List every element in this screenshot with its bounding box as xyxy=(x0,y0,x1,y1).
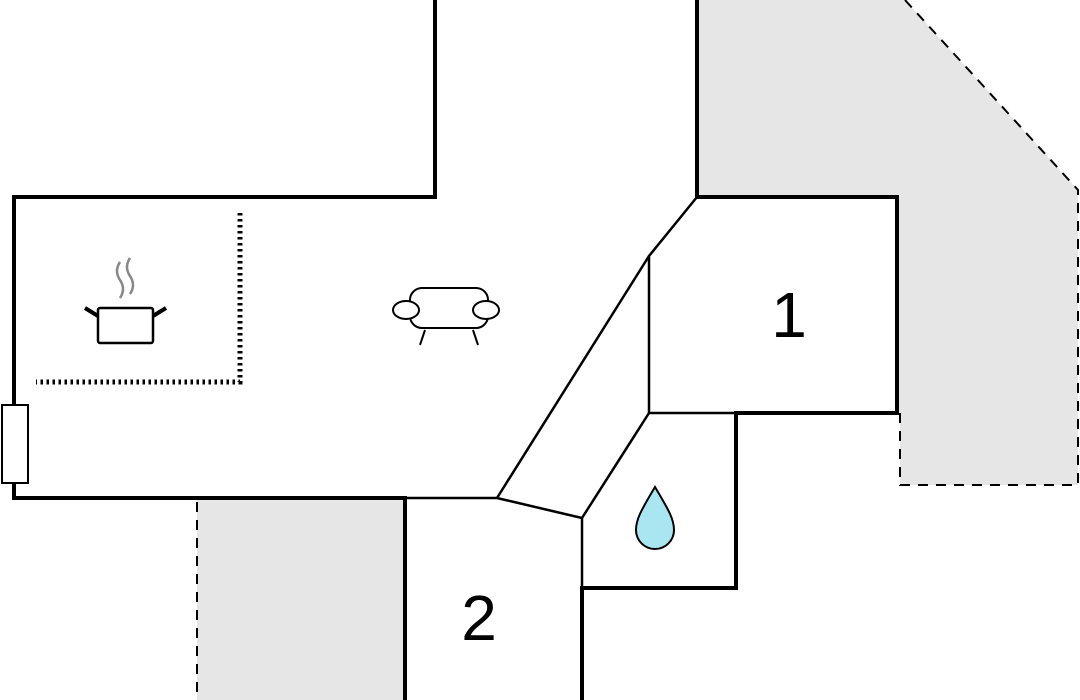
room-1-label: 1 xyxy=(771,279,807,351)
water-drop-icon xyxy=(634,485,676,550)
window xyxy=(1,404,29,484)
sofa-icon xyxy=(392,287,500,346)
terrace-top-right xyxy=(697,0,1078,485)
terrace-bottom-left xyxy=(197,500,405,700)
wall-diagonal xyxy=(495,196,698,499)
wall-living-top xyxy=(12,0,437,700)
kitchen-icon xyxy=(83,257,168,345)
room-2-label: 2 xyxy=(461,582,497,654)
kitchen-counter xyxy=(36,213,243,385)
wall-upper-corridor xyxy=(580,0,899,700)
terrace-top-right-border xyxy=(899,0,1079,486)
wall-hall-bottom xyxy=(405,496,583,520)
wall-bath-diagonal xyxy=(580,412,651,519)
